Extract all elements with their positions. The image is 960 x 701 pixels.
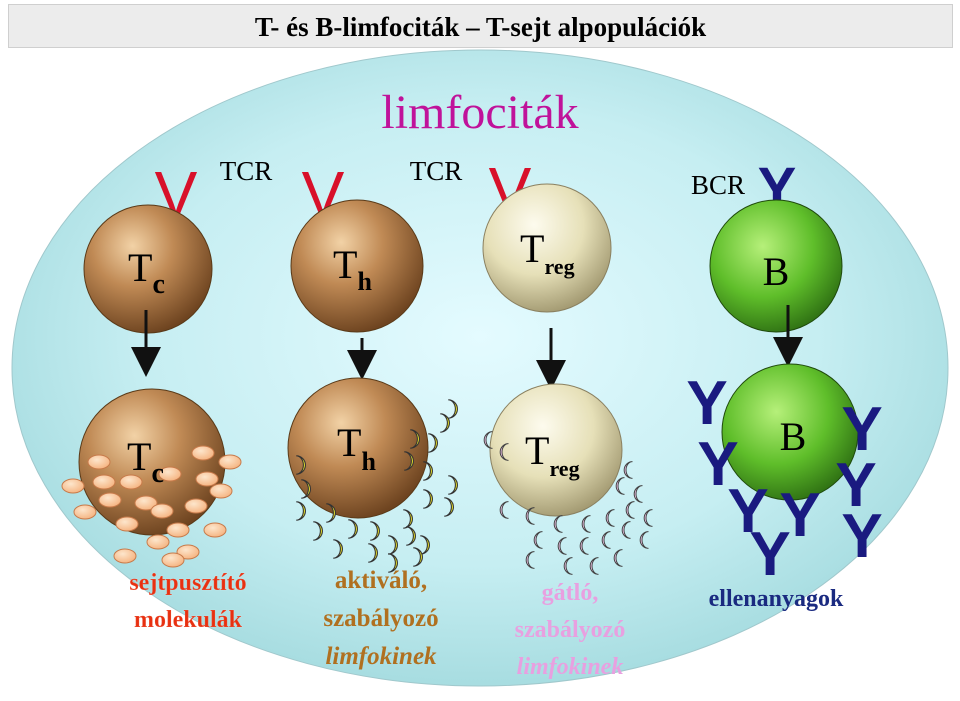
- caption-line: molekulák: [134, 607, 243, 633]
- antibody-icon: Y: [841, 395, 882, 464]
- cell-label-sub: c: [152, 269, 164, 300]
- cell-label: Th: [333, 242, 372, 296]
- antibody-icon: Y: [727, 477, 768, 546]
- background-oval: [11, 49, 949, 687]
- cell-label: Tc: [127, 434, 164, 489]
- cell-label-sub: c: [151, 458, 163, 489]
- cell-label: Tc: [128, 245, 165, 300]
- cell-label-main: T: [520, 226, 544, 271]
- receptor-label-tcr-2: TCR: [410, 156, 463, 186]
- cell-label-main: T: [127, 434, 151, 479]
- cell-th-top: [290, 199, 424, 333]
- receptor-label-tcr-1: TCR: [220, 156, 273, 186]
- cell-label-main: T: [337, 420, 361, 465]
- antibody-icon: Y: [841, 502, 882, 571]
- caption-line: szabályozó: [515, 617, 626, 643]
- cell-label: B: [763, 249, 790, 294]
- caption-th: aktiváló, szabályozó limfokinek: [323, 567, 438, 670]
- cell-label-main: T: [525, 428, 549, 473]
- cell-treg-bottom: [489, 383, 623, 517]
- cell-label-sub: reg: [544, 254, 574, 279]
- antibody-icon: Y: [697, 430, 738, 499]
- caption-line: szabályozó: [323, 605, 438, 632]
- caption-line: aktiváló,: [335, 567, 427, 594]
- cell-label: Treg: [525, 428, 580, 481]
- cell-label: B: [780, 414, 807, 459]
- title-banner: T- és B-limfociták – T-sejt alpopulációk: [8, 4, 953, 48]
- caption-line: limfokinek: [517, 654, 624, 680]
- cell-label-sub: h: [361, 447, 376, 476]
- antibody-icon: Y: [749, 520, 790, 589]
- antibody-icons: Y Y Y Y Y Y Y Y: [686, 369, 882, 589]
- caption-line: sejtpusztító: [129, 570, 246, 596]
- caption-line: limfokinek: [325, 643, 437, 670]
- heading-limfocitak: limfociták: [381, 86, 578, 139]
- cell-th-bottom: [287, 377, 429, 519]
- receptor-label-bcr: BCR: [691, 170, 745, 200]
- antibody-icon: Y: [835, 451, 876, 520]
- cell-label: Treg: [520, 226, 575, 279]
- cell-label-sub: h: [357, 267, 372, 296]
- caption-b: ellenanyagok: [709, 586, 844, 612]
- cell-label-main: B: [780, 414, 807, 459]
- cell-label: Th: [337, 420, 376, 476]
- cell-label-main: T: [128, 245, 152, 290]
- cell-treg-top: [482, 183, 612, 313]
- caption-treg: gátló, szabályozó limfokinek: [515, 580, 626, 680]
- caption-line: gátló,: [542, 580, 599, 606]
- antibody-icon: Y: [686, 369, 727, 438]
- cell-b-bottom: [721, 363, 859, 501]
- cell-label-main: B: [763, 249, 790, 294]
- cytotoxic-molecules: [61, 445, 242, 568]
- caption-tc: sejtpusztító molekulák: [129, 570, 247, 634]
- cell-b-top: [709, 199, 843, 333]
- antibody-icon: Y: [779, 481, 820, 550]
- cell-label-main: T: [333, 242, 357, 287]
- page-title: T- és B-limfociták – T-sejt alpopulációk: [254, 12, 707, 42]
- caption-line: ellenanyagok: [709, 586, 844, 612]
- cell-label-sub: reg: [549, 456, 579, 481]
- cell-tc-top: [83, 204, 213, 334]
